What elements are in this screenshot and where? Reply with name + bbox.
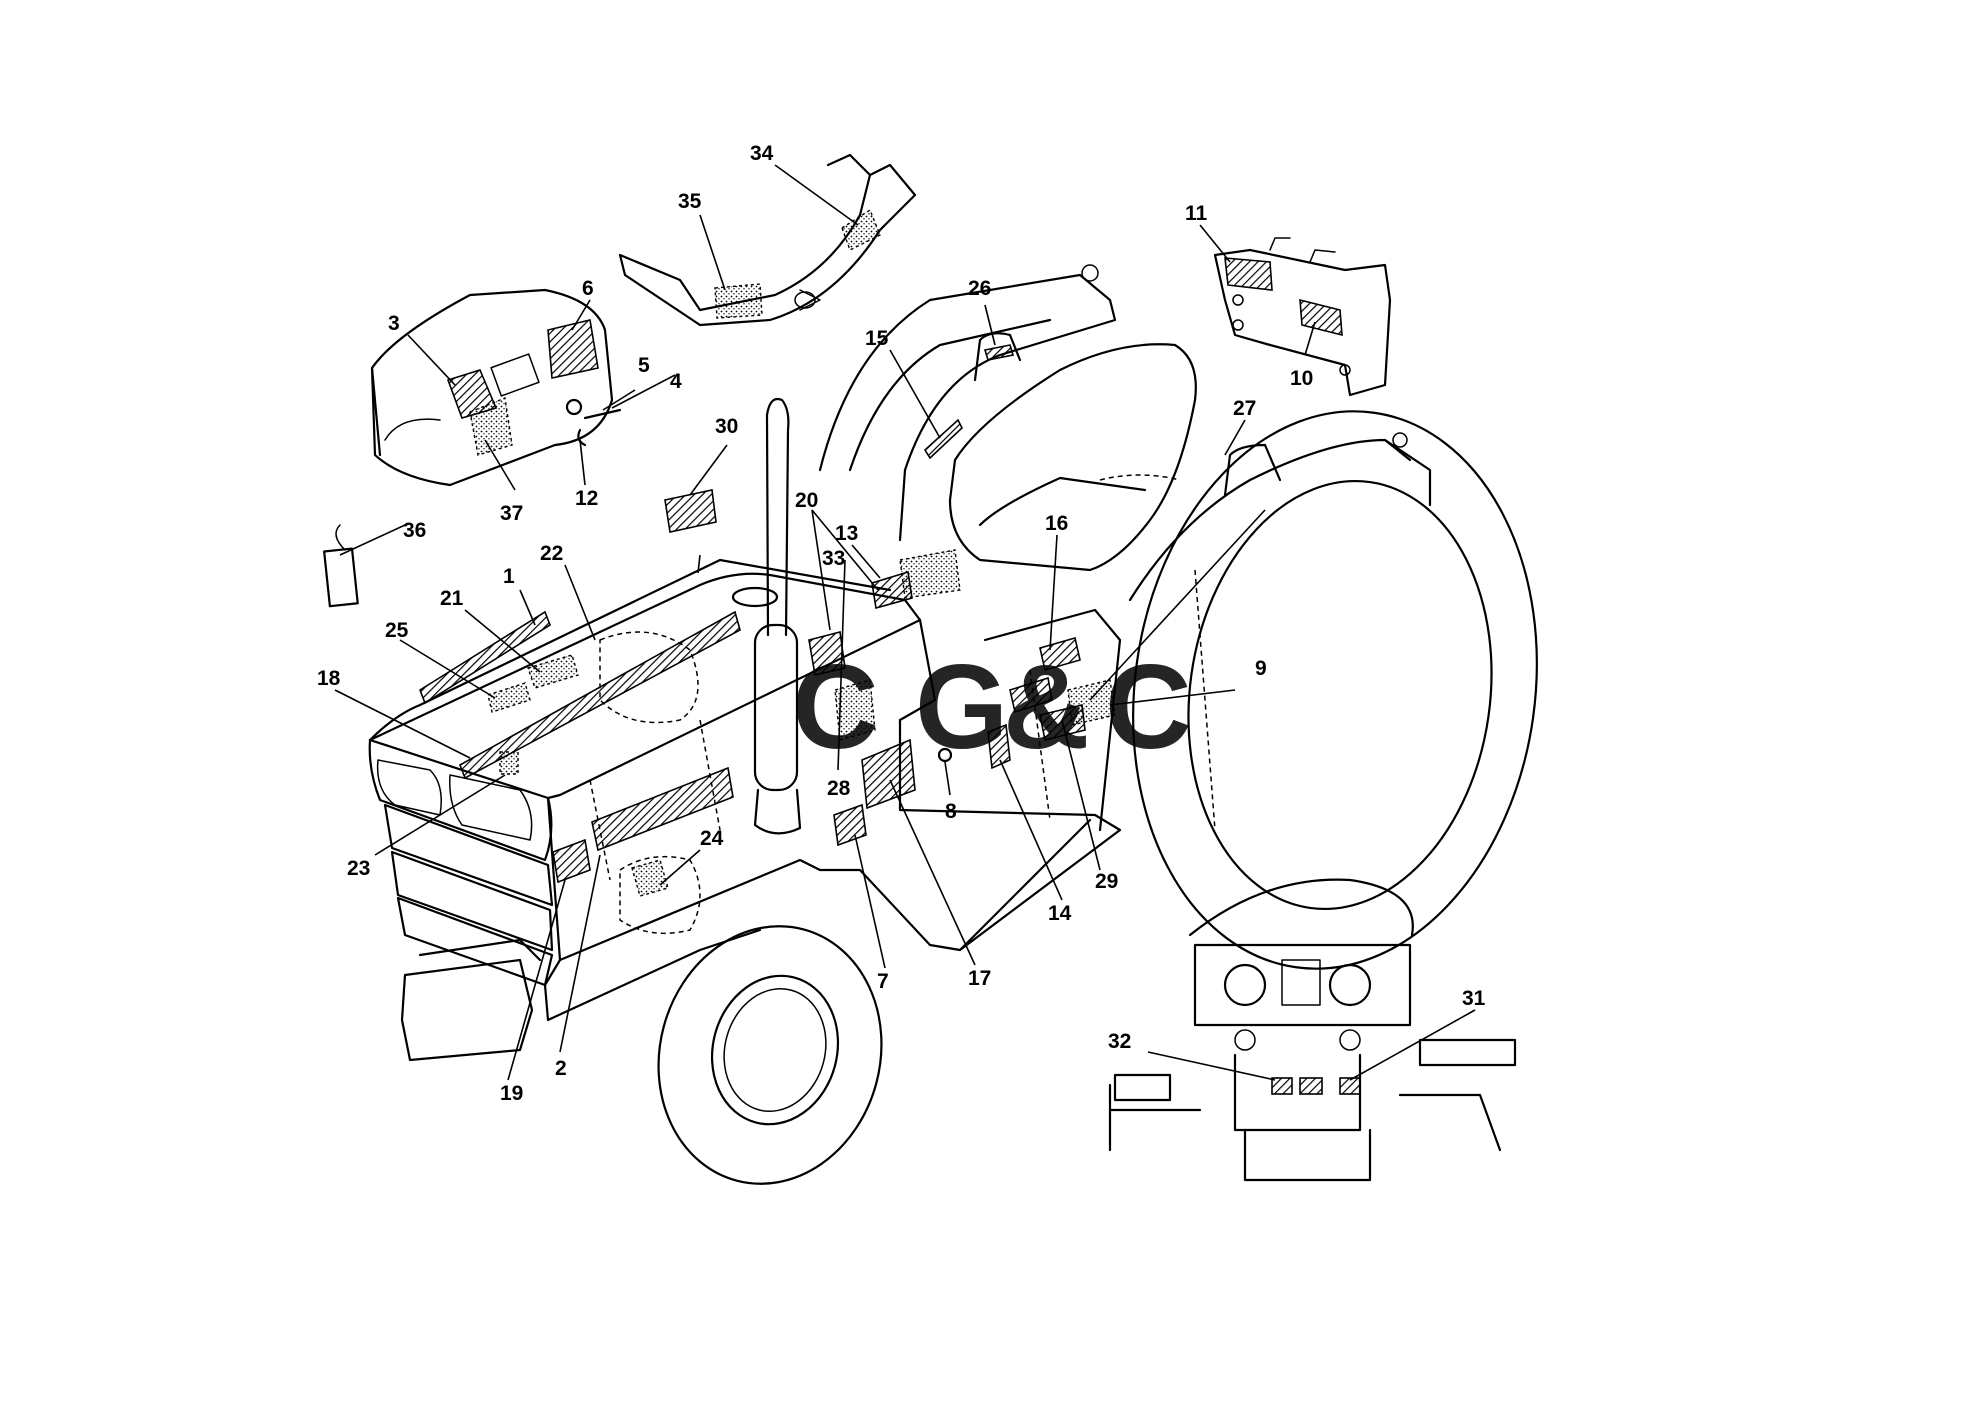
callout-29: 29 bbox=[1095, 870, 1118, 893]
decal-7 bbox=[833, 803, 867, 847]
decal-21 bbox=[527, 654, 579, 689]
decal-23 bbox=[499, 751, 519, 775]
watermark-letter-3: & bbox=[1003, 640, 1090, 774]
decal-31b bbox=[1339, 1077, 1361, 1095]
callout-8: 8 bbox=[945, 800, 957, 823]
decal-30 bbox=[664, 489, 717, 533]
callout-33: 33 bbox=[822, 547, 845, 570]
callout-25: 25 bbox=[385, 619, 409, 642]
callout-1: 1 bbox=[503, 565, 515, 588]
callout-18: 18 bbox=[317, 667, 341, 690]
watermark-letter-1: C bbox=[792, 640, 879, 774]
callout-13: 13 bbox=[835, 522, 858, 545]
decal-15 bbox=[923, 418, 963, 460]
callout-15: 15 bbox=[865, 327, 889, 350]
callout-6: 6 bbox=[582, 277, 594, 300]
exhaust-stack bbox=[753, 397, 802, 835]
callout-5: 5 bbox=[638, 354, 650, 377]
exhaust-guard bbox=[618, 153, 917, 327]
callout-31: 31 bbox=[1462, 987, 1486, 1010]
decal-10 bbox=[1299, 298, 1343, 337]
callout-30: 30 bbox=[715, 415, 738, 438]
decal-35 bbox=[714, 283, 763, 319]
warning-tag bbox=[323, 524, 359, 608]
decal-28 bbox=[834, 679, 876, 741]
watermark-letter-4: C bbox=[1105, 640, 1192, 774]
leader-lines bbox=[334, 164, 1476, 1081]
decal-22 bbox=[459, 610, 741, 780]
callout-21: 21 bbox=[440, 587, 464, 610]
rear-light-assembly bbox=[1213, 237, 1392, 397]
callout-4: 4 bbox=[670, 370, 682, 393]
callout-37: 37 bbox=[500, 502, 523, 525]
callout-7: 7 bbox=[877, 970, 889, 993]
callout-36: 36 bbox=[403, 519, 426, 542]
decal-13b bbox=[871, 570, 913, 610]
callout-34: 34 bbox=[750, 142, 774, 165]
decal-17 bbox=[861, 738, 916, 810]
callout-12: 12 bbox=[575, 487, 598, 510]
callout-35: 35 bbox=[678, 190, 702, 213]
watermark-logo: C G & C bbox=[792, 640, 1192, 774]
decal-37 bbox=[469, 397, 513, 456]
rear-section bbox=[818, 264, 1538, 970]
watermark-letter-2: G bbox=[915, 640, 1008, 774]
decal-24 bbox=[631, 859, 669, 897]
decal-19 bbox=[552, 838, 591, 884]
callout-11: 11 bbox=[1185, 202, 1208, 225]
decal-31a bbox=[1299, 1077, 1323, 1095]
decal-33 bbox=[808, 631, 846, 676]
callout-27: 27 bbox=[1233, 397, 1256, 420]
decal-34 bbox=[841, 208, 881, 251]
callout-26: 26 bbox=[968, 277, 991, 300]
decal-14 bbox=[987, 723, 1011, 770]
callout-10: 10 bbox=[1290, 367, 1313, 390]
callout-2: 2 bbox=[555, 1057, 567, 1080]
callout-20: 20 bbox=[795, 489, 818, 512]
decal-32 bbox=[1271, 1077, 1293, 1095]
callout-14: 14 bbox=[1048, 902, 1072, 925]
decal-25 bbox=[487, 682, 531, 713]
callout-19: 19 bbox=[500, 1082, 523, 1105]
decal-8 bbox=[937, 747, 953, 763]
decal-26 bbox=[983, 344, 1015, 361]
callout-16: 16 bbox=[1045, 512, 1068, 535]
decals bbox=[419, 208, 1361, 1095]
callout-28: 28 bbox=[827, 777, 851, 800]
dashboard-inset bbox=[1108, 878, 1517, 1182]
callout-23: 23 bbox=[347, 857, 370, 880]
callout-24: 24 bbox=[700, 827, 724, 850]
callout-9: 9 bbox=[1255, 657, 1267, 680]
front-grille-cowl bbox=[370, 288, 622, 487]
callout-32: 32 bbox=[1108, 1030, 1131, 1053]
front-wheel bbox=[657, 925, 883, 1185]
callout-22: 22 bbox=[540, 542, 563, 565]
decal-11 bbox=[1224, 257, 1273, 291]
decal-1 bbox=[419, 610, 551, 705]
decal-2 bbox=[591, 766, 734, 852]
decal-9b bbox=[1009, 676, 1053, 714]
callout-3: 3 bbox=[388, 312, 400, 335]
callout-labels: 1 2 3 4 5 6 7 8 9 10 11 12 13 14 15 16 1… bbox=[317, 142, 1486, 1105]
tractor-body bbox=[368, 558, 1122, 1062]
callout-17: 17 bbox=[968, 967, 991, 990]
